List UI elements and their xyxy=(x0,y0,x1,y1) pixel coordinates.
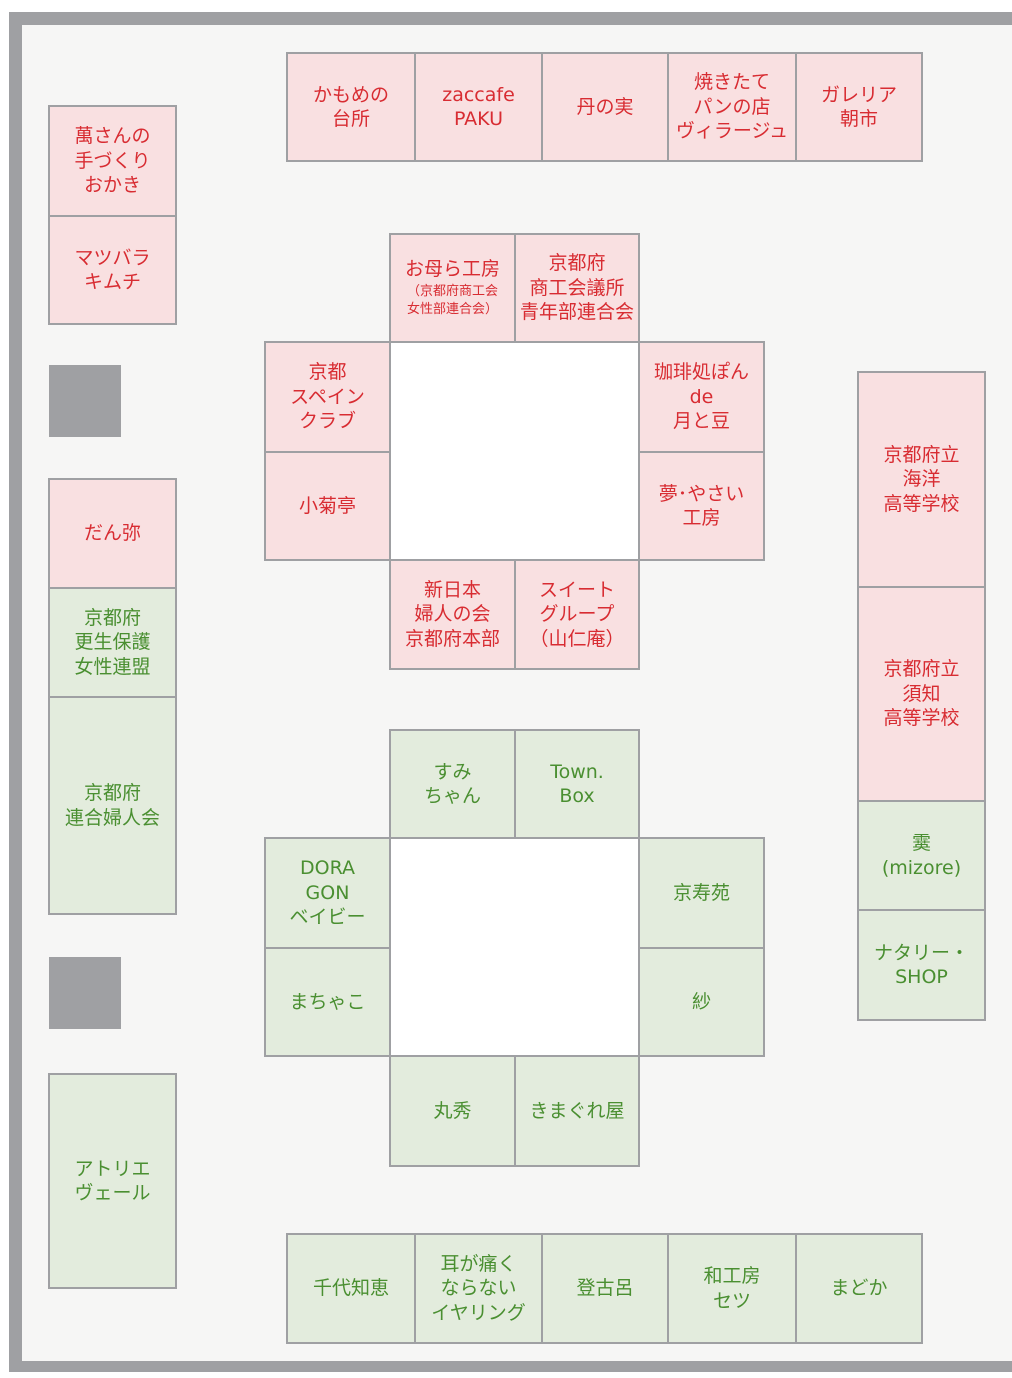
booth-label: 京都府 更生保護 女性連盟 xyxy=(74,606,151,678)
booth-lower-top-left[interactable]: すみ ちゃん xyxy=(389,729,516,839)
booth-label: 登古呂 xyxy=(576,1277,634,1300)
booth-top-4[interactable]: 焼きたて パンの店 ヴィラージュ xyxy=(667,52,797,162)
booth-upper-bottom-right[interactable]: スイート グループ （山仁庵） xyxy=(514,559,640,670)
island-center xyxy=(389,341,640,561)
booth-label: 京都府立 海洋 高等学校 xyxy=(883,443,960,515)
booth-label: まちゃこ xyxy=(289,990,366,1013)
booth-label-sub: （京都府商工会 女性部連合会） xyxy=(406,283,498,317)
booth-label: DORA GON ベイビー xyxy=(289,857,366,929)
booth-upper-left-2[interactable]: 小菊亭 xyxy=(264,451,391,561)
booth-bottom-3[interactable]: 登古呂 xyxy=(541,1233,669,1344)
booth-left-3[interactable]: だん弥 xyxy=(48,478,177,589)
island-center xyxy=(389,837,640,1057)
booth-label: 紗 xyxy=(691,990,711,1013)
booth-left-4[interactable]: 京都府 更生保護 女性連盟 xyxy=(48,587,177,698)
booth-label: 京都府 商工会議所 青年部連合会 xyxy=(519,252,634,324)
booth-bottom-5[interactable]: まどか xyxy=(795,1233,923,1344)
booth-label: Town. Box xyxy=(550,760,604,808)
booth-upper-right-1[interactable]: 珈琲処ぽん de 月と豆 xyxy=(638,341,765,453)
booth-label: マツバラ キムチ xyxy=(74,246,151,294)
booth-label: 京都 スペイン クラブ xyxy=(290,361,365,433)
booth-label: 珈琲処ぽん de 月と豆 xyxy=(653,361,749,433)
booth-bottom-4[interactable]: 和工房 セツ xyxy=(667,1233,797,1344)
booth-label: 丹の実 xyxy=(576,95,634,118)
booth-lower-left-1[interactable]: DORA GON ベイビー xyxy=(264,837,391,949)
booth-label: アトリエ ヴェール xyxy=(74,1157,151,1205)
booth-label: 夢･やさい 工房 xyxy=(658,482,745,530)
booth-label: だん弥 xyxy=(83,522,141,545)
booth-label: 霙 (mizore) xyxy=(881,832,962,879)
booth-label: 焼きたて パンの店 ヴィラージュ xyxy=(675,71,789,143)
booth-label: 新日本 婦人の会 京都府本部 xyxy=(404,578,500,650)
booth-bottom-1[interactable]: 千代知恵 xyxy=(286,1233,416,1344)
booth-top-5[interactable]: ガレリア 朝市 xyxy=(795,52,923,162)
booth-label: お母ら工房（京都府商工会 女性部連合会） xyxy=(405,257,500,319)
booth-label: 京都府立 須知 高等学校 xyxy=(883,658,960,730)
booth-label: かもめの 台所 xyxy=(312,83,389,131)
booth-upper-left-1[interactable]: 京都 スペイン クラブ xyxy=(264,341,391,453)
booth-label: 和工房 セツ xyxy=(703,1265,761,1312)
booth-label: まどか xyxy=(830,1277,888,1300)
booth-label: スイート グループ （山仁庵） xyxy=(529,578,625,650)
booth-right-4[interactable]: ナタリー・ SHOP xyxy=(857,909,986,1021)
booth-label: 京寿苑 xyxy=(672,881,730,904)
booth-left-5[interactable]: 京都府 連合婦人会 xyxy=(48,696,177,915)
booth-label: zaccafe PAKU xyxy=(442,83,515,131)
booth-top-2[interactable]: zaccafe PAKU xyxy=(414,52,543,162)
booth-lower-bottom-left[interactable]: 丸秀 xyxy=(389,1055,516,1167)
booth-label: 丸秀 xyxy=(433,1099,472,1122)
booth-top-3[interactable]: 丹の実 xyxy=(541,52,669,162)
booth-label: すみ ちゃん xyxy=(423,760,481,808)
booth-label: ガレリア 朝市 xyxy=(820,83,897,131)
pillar xyxy=(49,365,121,437)
booth-right-3[interactable]: 霙 (mizore) xyxy=(857,800,986,911)
booth-label-main: お母ら工房 xyxy=(404,258,500,281)
booth-left-2[interactable]: マツバラ キムチ xyxy=(48,215,177,325)
booth-label: きまぐれ屋 xyxy=(529,1099,625,1122)
booth-right-2[interactable]: 京都府立 須知 高等学校 xyxy=(857,586,986,802)
booth-lower-left-2[interactable]: まちゃこ xyxy=(264,947,391,1057)
booth-label: ナタリー・ SHOP xyxy=(873,941,969,989)
booth-label: 萬さんの 手づくり おかき xyxy=(74,125,151,197)
booth-upper-right-2[interactable]: 夢･やさい 工房 xyxy=(638,451,765,561)
booth-label: 耳が痛く ならない イヤリング xyxy=(431,1252,526,1324)
booth-upper-top-left[interactable]: お母ら工房（京都府商工会 女性部連合会） xyxy=(389,233,516,343)
pillar xyxy=(49,957,121,1029)
booth-lower-bottom-right[interactable]: きまぐれ屋 xyxy=(514,1055,640,1167)
booth-label: 小菊亭 xyxy=(298,494,356,517)
booth-lower-right-1[interactable]: 京寿苑 xyxy=(638,837,765,949)
booth-label: 千代知恵 xyxy=(312,1277,389,1300)
booth-label: 京都府 連合婦人会 xyxy=(64,782,160,829)
booth-right-1[interactable]: 京都府立 海洋 高等学校 xyxy=(857,371,986,588)
booth-left-1[interactable]: 萬さんの 手づくり おかき xyxy=(48,105,177,217)
booth-lower-right-2[interactable]: 紗 xyxy=(638,947,765,1057)
booth-bottom-2[interactable]: 耳が痛く ならない イヤリング xyxy=(414,1233,543,1344)
booth-lower-top-right[interactable]: Town. Box xyxy=(514,729,640,839)
booth-left-6[interactable]: アトリエ ヴェール xyxy=(48,1073,177,1289)
booth-top-1[interactable]: かもめの 台所 xyxy=(286,52,416,162)
booth-upper-bottom-left[interactable]: 新日本 婦人の会 京都府本部 xyxy=(389,559,516,670)
booth-upper-top-right[interactable]: 京都府 商工会議所 青年部連合会 xyxy=(514,233,640,343)
